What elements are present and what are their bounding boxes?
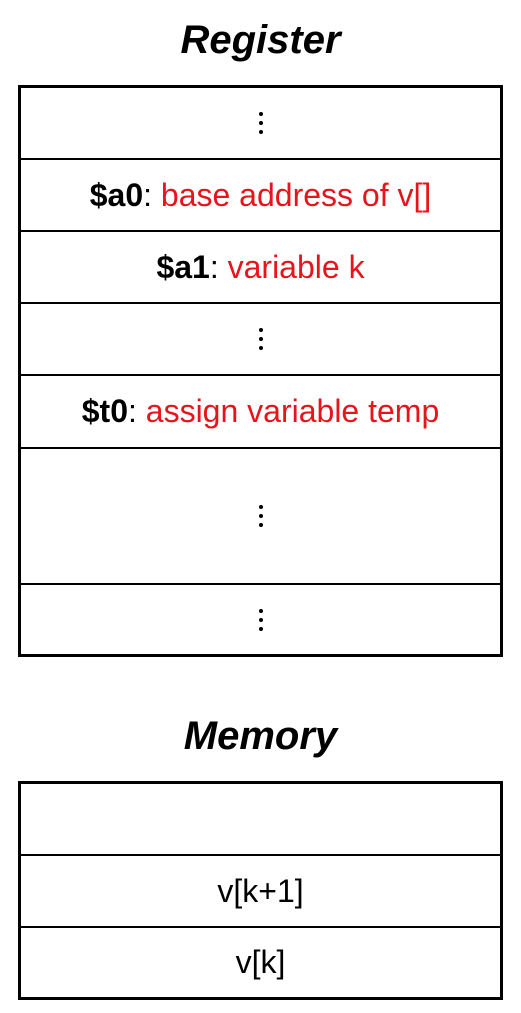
vertical-ellipsis-icon xyxy=(258,505,263,527)
memory-cell-label: v[k] xyxy=(235,944,286,980)
register-name: $a1 xyxy=(156,248,210,285)
register-row-a0: $a0: base address of v[] xyxy=(21,160,500,232)
register-name: $t0 xyxy=(81,393,128,429)
register-title: Register xyxy=(180,18,341,62)
register-separator: : xyxy=(127,393,137,429)
register-table: $a0: base address of v[] $a1: variable k… xyxy=(18,85,503,657)
vertical-ellipsis-icon xyxy=(258,608,263,631)
register-separator: : xyxy=(209,248,219,285)
register-description: base address of v[] xyxy=(160,176,432,213)
register-description: variable k xyxy=(227,248,365,285)
register-row-t0: $t0: assign variable temp xyxy=(21,376,500,449)
register-separator: : xyxy=(143,176,152,213)
register-row-a1: $a1: variable k xyxy=(21,232,500,304)
register-row-ellipsis xyxy=(21,585,500,654)
register-row-ellipsis xyxy=(21,449,500,585)
memory-table: v[k+1] v[k] xyxy=(18,781,503,1000)
register-row-ellipsis xyxy=(21,304,500,376)
vertical-ellipsis-icon xyxy=(258,112,263,134)
register-description: assign variable temp xyxy=(145,393,440,429)
memory-row-v-k: v[k] xyxy=(21,928,500,997)
register-name: $a0 xyxy=(89,176,144,213)
memory-cell-label: v[k+1] xyxy=(217,872,304,909)
vertical-ellipsis-icon xyxy=(258,328,263,350)
memory-title: Memory xyxy=(183,714,338,758)
memory-row-empty xyxy=(21,784,500,856)
memory-row-v-k-plus-1: v[k+1] xyxy=(21,856,500,928)
register-row-ellipsis xyxy=(21,88,500,160)
